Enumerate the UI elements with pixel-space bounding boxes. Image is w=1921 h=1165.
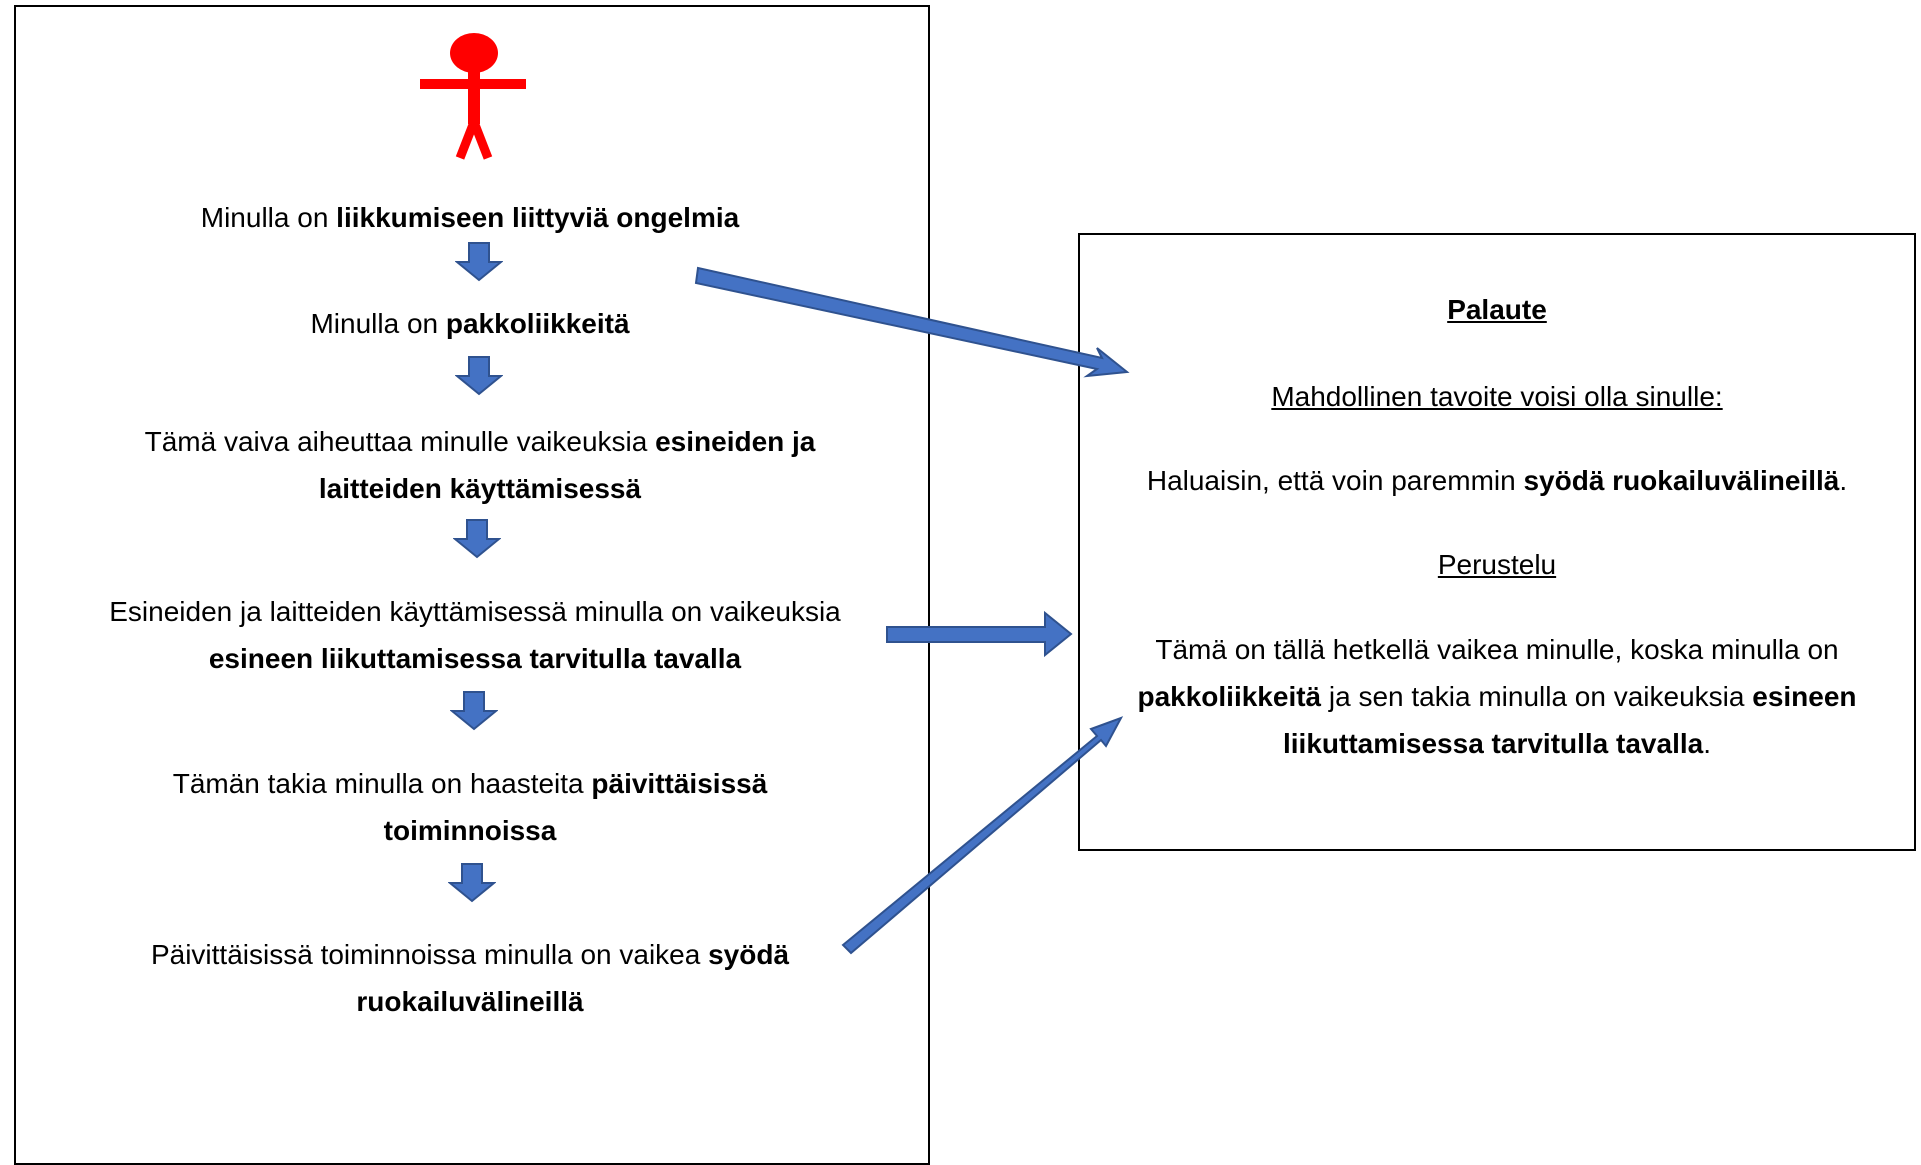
goal-statement: Haluaisin, että voin paremmin syödä ruok… xyxy=(1080,457,1914,504)
goal-text: Haluaisin, että voin paremmin xyxy=(1146,465,1524,496)
reason-heading-text: Perustelu xyxy=(1437,549,1557,580)
flow-panel xyxy=(14,5,930,1165)
reason-key-1: pakkoliikkeitä xyxy=(1137,681,1322,712)
flow-step-3: Tämä vaiva aiheuttaa minulle vaikeuksia … xyxy=(95,418,865,512)
flow-step-3-key: esineiden ja laitteiden käyttämisessä xyxy=(318,426,816,504)
reason-text: Tämä on tällä hetkellä vaikea minulle, k… xyxy=(1155,634,1839,665)
down-arrow-icon xyxy=(455,356,503,396)
reason-mid: ja sen takia minulla on vaikeuksia xyxy=(1321,681,1753,712)
flow-step-6: Päivittäisissä toiminnoissa minulla on v… xyxy=(100,931,840,1025)
flow-step-4-key: esineen liikuttamisessa tarvitulla taval… xyxy=(208,643,742,674)
goal-key: syödä ruokailuvälineillä xyxy=(1523,465,1840,496)
down-arrow-icon xyxy=(450,691,498,731)
reason-heading: Perustelu xyxy=(1080,541,1914,588)
goal-heading-text: Mahdollinen tavoite voisi olla sinulle: xyxy=(1271,381,1723,412)
feedback-title-text: Palaute xyxy=(1447,294,1547,325)
feedback-panel xyxy=(1078,233,1916,851)
flow-step-1: Minulla on liikkumiseen liittyviä ongelm… xyxy=(60,194,880,241)
flow-step-4-text: Esineiden ja laitteiden käyttämisessä mi… xyxy=(109,596,841,627)
flow-step-5: Tämän takia minulla on haasteita päivitt… xyxy=(130,760,810,854)
flow-step-2: Minulla on pakkoliikkeitä xyxy=(60,300,880,347)
down-arrow-icon xyxy=(455,242,503,282)
flow-step-4: Esineiden ja laitteiden käyttämisessä mi… xyxy=(90,588,860,682)
flow-step-3-text: Tämä vaiva aiheuttaa minulle vaikeuksia xyxy=(144,426,656,457)
reason-key-2: esineen liikuttamisessa tarvitulla taval… xyxy=(1283,681,1857,759)
flow-step-1-text: Minulla on xyxy=(200,202,337,233)
goal-end: . xyxy=(1839,465,1848,496)
flow-step-6-text: Päivittäisissä toiminnoissa minulla on v… xyxy=(150,939,709,970)
flow-step-1-key: liikkumiseen liittyviä ongelmia xyxy=(336,202,740,233)
reason-end: . xyxy=(1703,728,1711,759)
flow-step-6-key: syödä ruokailuvälineillä xyxy=(356,939,790,1017)
flow-step-2-key: pakkoliikkeitä xyxy=(445,308,630,339)
reason-statement: Tämä on tällä hetkellä vaikea minulle, k… xyxy=(1095,626,1899,767)
goal-heading: Mahdollinen tavoite voisi olla sinulle: xyxy=(1080,373,1914,420)
flow-step-5-key: päivittäisissä toiminnoissa xyxy=(383,768,768,846)
feedback-title: Palaute xyxy=(1080,286,1914,333)
flow-step-2-text: Minulla on xyxy=(310,308,446,339)
down-arrow-icon xyxy=(453,519,501,559)
down-arrow-icon xyxy=(448,863,496,903)
flow-step-5-text: Tämän takia minulla on haasteita xyxy=(172,768,592,799)
stick-figure-person-icon xyxy=(420,33,526,160)
